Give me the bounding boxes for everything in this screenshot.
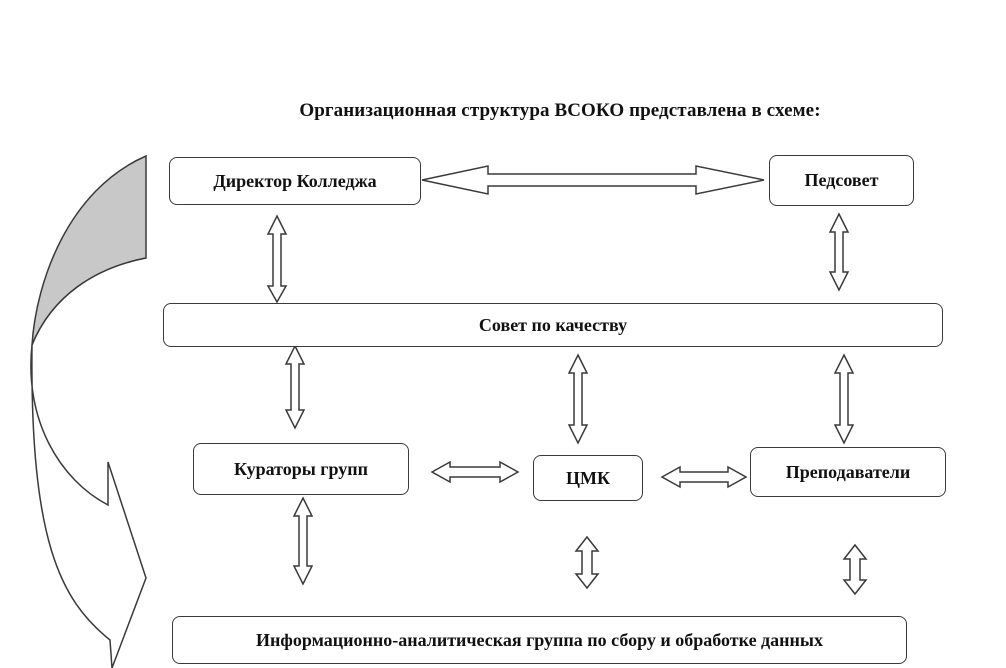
node-info-analytics-group: Информационно-аналитическая группа по сб…	[172, 616, 907, 664]
arrow-curators-cmk	[430, 460, 520, 484]
node-cmk-label: ЦМК	[565, 467, 611, 488]
arrow-council-curators	[284, 344, 306, 430]
arrow-council-teachers	[833, 353, 855, 445]
node-curators-label: Кураторы групп	[233, 458, 368, 479]
arrow-director-pedsovet	[421, 165, 765, 195]
curved-arrow-body	[30, 257, 147, 668]
node-cmk: ЦМК	[533, 455, 643, 501]
arrow-curators-info	[292, 496, 314, 586]
node-pedsovet-label: Педсовет	[804, 170, 879, 190]
node-teachers-label: Преподаватели	[785, 461, 911, 482]
node-director-label: Директор Колледжа	[213, 170, 377, 191]
node-curators: Кураторы групп	[193, 443, 409, 495]
arrow-pedsovet-council	[828, 212, 850, 292]
node-quality-council-label: Совет по качеству	[478, 314, 628, 335]
diagram-title: Организационная структура ВСОКО представ…	[299, 100, 821, 121]
node-info-analytics-group-label: Информационно-аналитическая группа по сб…	[256, 629, 823, 650]
arrow-cmk-teachers	[660, 465, 748, 489]
arrow-council-cmk	[567, 353, 589, 445]
arrow-director-council	[266, 214, 288, 304]
curved-feedback-arrow	[30, 154, 147, 668]
arrow-cmk-info	[574, 535, 600, 590]
node-director: Директор Колледжа	[169, 157, 421, 205]
node-quality-council: Совет по качеству	[163, 303, 943, 347]
arrow-teachers-info	[842, 543, 868, 596]
node-teachers: Преподаватели	[750, 447, 946, 497]
node-pedsovet: Педсовет	[769, 155, 914, 206]
